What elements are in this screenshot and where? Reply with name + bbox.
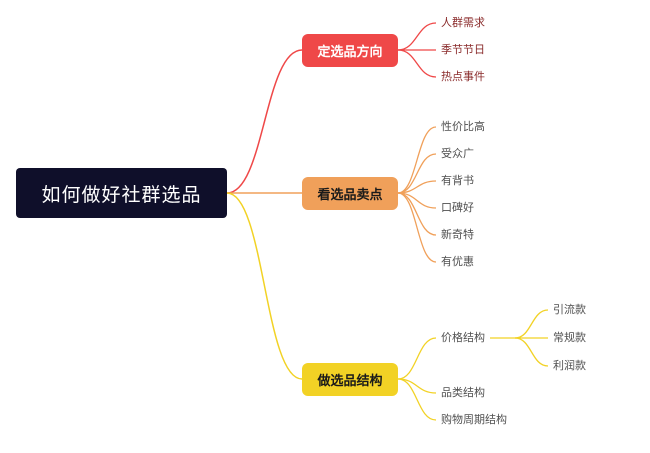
- leaf-crowd-needs[interactable]: 人群需求: [441, 16, 485, 29]
- leaf-price-structure[interactable]: 价格结构: [441, 331, 485, 344]
- link-branch0-leaf-2: [397, 49, 437, 78]
- link-branch1-leaf-5: [397, 192, 437, 263]
- link-branch2-leaf-0: [397, 337, 437, 380]
- leaf-discount[interactable]: 有优惠: [441, 255, 474, 268]
- leaf-hot-events[interactable]: 热点事件: [441, 70, 485, 83]
- leaf-season-festival[interactable]: 季节节日: [441, 43, 485, 56]
- link-root-branch-0: [226, 49, 303, 194]
- subleaf-profit-item[interactable]: 利润款: [553, 359, 586, 372]
- leaf-category-structure[interactable]: 品类结构: [441, 386, 485, 399]
- subleaf-regular-item[interactable]: 常规款: [553, 331, 586, 344]
- link-branch2-leaf-2: [397, 378, 437, 421]
- link-root-branch-2: [226, 192, 303, 380]
- leaf-shopping-cycle-structure[interactable]: 购物周期结构: [441, 413, 507, 426]
- leaf-novel[interactable]: 新奇特: [441, 228, 474, 241]
- link-price-sub-2: [514, 337, 549, 367]
- link-branch1-leaf-1: [397, 153, 437, 194]
- link-branch1-leaf-0: [397, 126, 437, 194]
- link-branch0-leaf-0: [397, 22, 437, 51]
- leaf-endorsed[interactable]: 有背书: [441, 174, 474, 187]
- root-node[interactable]: 如何做好社群选品: [16, 168, 227, 218]
- branch-node-selling-points[interactable]: 看选品卖点: [302, 177, 398, 210]
- branch-node-direction[interactable]: 定选品方向: [302, 34, 398, 67]
- subleaf-traffic-item[interactable]: 引流款: [553, 303, 586, 316]
- leaf-good-reputation[interactable]: 口碑好: [441, 201, 474, 214]
- leaf-wide-audience[interactable]: 受众广: [441, 147, 474, 160]
- leaf-cost-effective[interactable]: 性价比高: [441, 120, 485, 133]
- branch-node-structure[interactable]: 做选品结构: [302, 363, 398, 396]
- link-price-sub-0: [514, 309, 549, 339]
